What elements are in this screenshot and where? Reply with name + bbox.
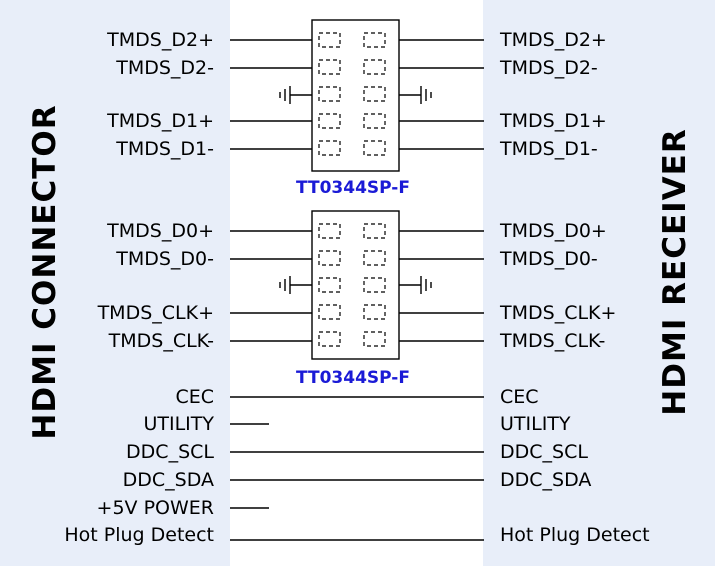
right-label-cec: CEC [500,386,539,408]
chip-1-part-number: TT0344SP-F [296,178,410,198]
right-title: HDMI RECEIVER [657,128,693,415]
left-label-tmds-d2p: TMDS_D2+ [106,29,214,51]
ground-icon [399,86,432,104]
right-label-tmds-clkn: TMDS_CLK- [499,330,605,352]
left-label-ddc-scl: DDC_SCL [126,441,214,463]
left-label-utility: UTILITY [143,413,214,435]
left-label-cec: CEC [175,386,214,408]
ground-icon [279,86,312,104]
chip-1-body [311,19,400,172]
right-label-tmds-d1n: TMDS_D1- [499,138,598,160]
chip-1-cells [318,32,386,156]
left-label-tmds-d2n: TMDS_D2- [115,57,214,79]
ground-symbols [279,86,432,294]
left-label-tmds-clkn: TMDS_CLK- [108,330,214,352]
left-label-tmds-d1n: TMDS_D1- [115,138,214,160]
right-label-ddc-scl: DDC_SCL [500,441,588,463]
right-label-ddc-sda: DDC_SDA [500,469,591,491]
left-label-group: TMDS_D2+ TMDS_D2- TMDS_D1+ TMDS_D1- TMDS… [64,29,214,546]
ground-icon [279,276,312,294]
right-label-utility: UTILITY [500,413,571,435]
ground-icon [399,276,432,294]
connector-panel [0,0,230,566]
right-label-tmds-clkp: TMDS_CLK+ [499,302,616,324]
left-label-tmds-d0n: TMDS_D0- [115,248,214,270]
left-label-tmds-d1p: TMDS_D1+ [106,110,214,132]
right-label-group: TMDS_D2+ TMDS_D2- TMDS_D1+ TMDS_D1- TMDS… [499,29,650,546]
right-label-tmds-d0n: TMDS_D0- [499,248,598,270]
right-label-hpd: Hot Plug Detect [500,524,650,546]
left-label-5v-power: +5V POWER [97,497,214,519]
chip-2-body [311,210,400,360]
left-label-tmds-d0p: TMDS_D0+ [106,220,214,242]
right-label-tmds-d1p: TMDS_D1+ [499,110,607,132]
chip-2-cells [318,223,386,347]
left-label-tmds-clkp: TMDS_CLK+ [97,302,214,324]
right-label-tmds-d2p: TMDS_D2+ [499,29,607,51]
receiver-panel [483,0,715,566]
right-label-tmds-d2n: TMDS_D2- [499,57,598,79]
esd-chip-2: TT0344SP-F [296,210,410,388]
left-label-hpd: Hot Plug Detect [64,524,214,546]
chip-2-part-number: TT0344SP-F [296,368,410,388]
esd-chip-1: TT0344SP-F [296,19,410,198]
right-label-tmds-d0p: TMDS_D0+ [499,220,607,242]
left-title: HDMI CONNECTOR [27,104,63,439]
left-label-ddc-sda: DDC_SDA [123,469,214,491]
